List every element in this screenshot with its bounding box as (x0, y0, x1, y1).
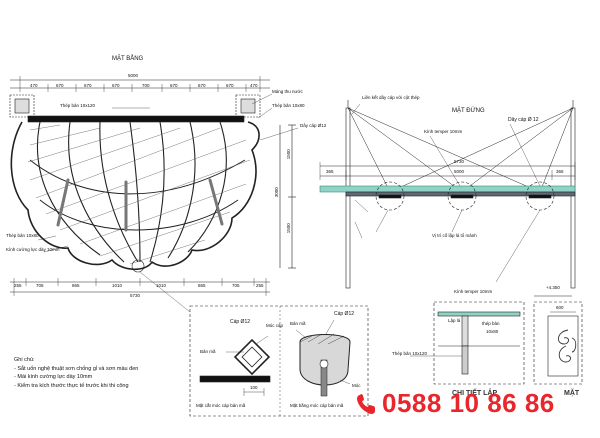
detail-label-plate: Bản mã (200, 349, 216, 354)
plan-view (9, 76, 299, 313)
plan-dim-total: 5000 (128, 73, 139, 78)
section-label-steel-bar: Thép bản 10x120 (392, 351, 428, 356)
detail-label-cable: Cáp Ø12 (230, 319, 251, 325)
section-label-tempered: Kính temper 10mm (454, 289, 493, 294)
elevation-label-tempered: Kính temper 10mm (424, 129, 463, 134)
section-label-spider: Lập lá (448, 318, 461, 323)
detail-label-dim: 100 (250, 385, 258, 390)
plan-dim-top-2: 670 (56, 83, 64, 88)
plan-dim-side-1: 1500 (285, 149, 291, 160)
elevation-title: MẶT ĐỨNG (452, 108, 485, 114)
elevation-dim-right: 365 (556, 169, 564, 174)
plan-dim-top-8: 670 (226, 83, 234, 88)
elevation-dim-left: 365 (326, 169, 334, 174)
notes-block: Ghi chú: - Sắt uốn nghệ thuật sơn chống … (14, 356, 138, 390)
plan-dim-bot-3: 865 (72, 283, 80, 288)
plan-dim-top-7: 670 (198, 83, 206, 88)
plan-dim-top-1: 470 (30, 83, 38, 88)
elevation-label-spider: Vị trí cố lập lá tổ mảnh (432, 233, 477, 238)
plan-label-gutter: Máng thu nước (272, 89, 303, 94)
elevation-dim-inner: 5000 (454, 169, 465, 174)
plan-title: MẶT BẰNG (112, 56, 144, 62)
elevation-label-link: Liên kết dây cáp với cột thép (362, 95, 420, 100)
plan-dim-side-3: 3000 (273, 187, 279, 198)
plan-dim-bottom-total: 5730 (130, 293, 141, 298)
plan-dim-side-2: 1500 (285, 223, 291, 234)
plan-dim-bot-5: 1010 (156, 283, 167, 288)
detail-label-hook-2: Móc (352, 383, 361, 388)
elevation-dim-total: 5730 (454, 159, 465, 164)
plan-dim-bot-4: 1010 (112, 283, 123, 288)
plan-label-cable: Dây cáp Ø12 (300, 123, 327, 128)
elevation-label-cable: Dây cáp Ø 12 (508, 117, 539, 123)
plan-dim-top-9: 470 (250, 83, 258, 88)
plan-dim-top-3: 670 (84, 83, 92, 88)
hook-detail (189, 305, 369, 417)
plan-dim-bot-1: 255 (14, 283, 22, 288)
elevation-label-section: CHI TIẾT LẮP (452, 390, 498, 397)
note-item: - Kiểm tra kích thước thực tế trước khi … (14, 382, 129, 389)
detail-caption-plan: Mặt bằng móc cáp bản mã (290, 403, 344, 408)
section-label-size: 10x80 (486, 329, 499, 334)
detail-label-hook: Móc cáp (266, 323, 284, 328)
detail-label-cable-2: Cáp Ø12 (334, 311, 355, 317)
section-label-width: 600 (556, 305, 564, 310)
plan-dim-bot-7: 705 (232, 283, 240, 288)
detail-caption-section: Mặt cắt móc cáp bản mã (196, 403, 246, 408)
section-label-level: +4.350 (546, 285, 560, 290)
plan-label-steel-10x80: Thép bản 10x80 (6, 233, 39, 238)
phone-icon (357, 393, 375, 414)
phone-number[interactable]: 0588 10 86 86 (382, 388, 555, 418)
section-label-steel: thép bản (482, 321, 500, 326)
detail-label-plate-2: Bản mã (290, 321, 306, 326)
plan-dim-bot-8: 255 (256, 283, 264, 288)
note-item: - Sắt uốn nghệ thuật sơn chống gỉ và sơn… (14, 365, 139, 372)
notes-title: Ghi chú: (14, 357, 35, 363)
note-item: - Mái kính cường lực dày 10mm (14, 374, 93, 380)
plan-label-steel-bar-2: Thép bản 10x80 (272, 103, 305, 108)
elevation-label-detail: MẶT (564, 390, 580, 397)
plan-dim-top-5: 700 (142, 83, 150, 88)
phone-contact[interactable]: 0588 10 86 86 (356, 388, 555, 419)
plan-dim-top-4: 670 (112, 83, 120, 88)
plan-label-steel-bar: Thép bản 10x120 (60, 103, 96, 108)
plan-dim-bot-6: 865 (198, 283, 206, 288)
plan-label-glass: Kính cường lực dày 10mm (6, 247, 60, 252)
plan-dim-top-6: 670 (170, 83, 178, 88)
section-detail (410, 295, 583, 385)
elevation-view (319, 100, 576, 289)
plan-dim-bot-2: 705 (36, 283, 44, 288)
